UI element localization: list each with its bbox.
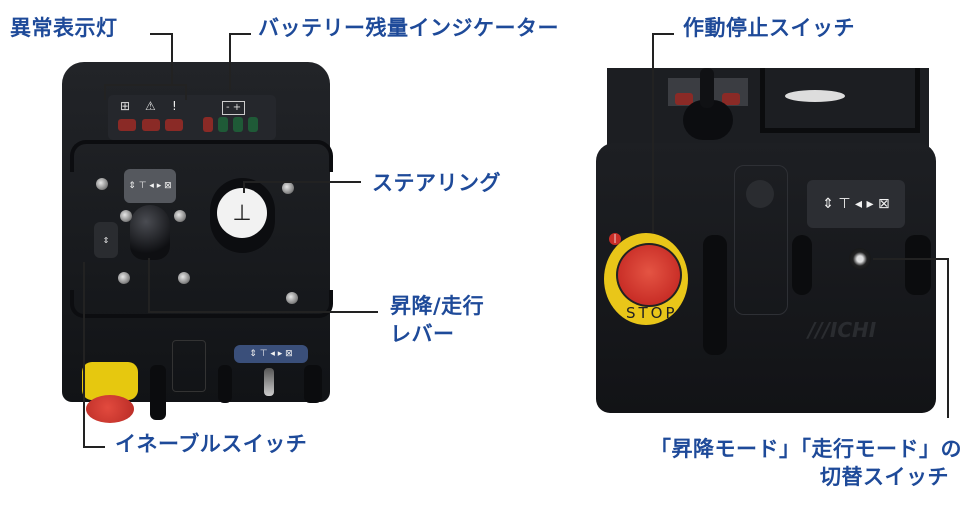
screw [178, 272, 190, 284]
screw [96, 178, 108, 190]
leader-line [148, 258, 150, 312]
fault-led [722, 93, 740, 105]
recess-button [746, 180, 774, 208]
leader-line [83, 446, 105, 448]
enable-switch[interactable] [86, 395, 134, 423]
hydraulic-icon: ⊞ [120, 99, 131, 113]
lift-drive-mode-decal: ⇕ ⊤ ◂ ▸ ⊠ [807, 180, 905, 228]
bottom-mode-toggle[interactable] [264, 368, 274, 396]
leader-line [947, 258, 949, 418]
steering-label: ステアリング [372, 171, 501, 195]
fault-led-1 [118, 119, 136, 131]
guard-post [703, 235, 727, 355]
right-control-box-top [607, 68, 929, 148]
leader-line [229, 33, 231, 91]
steering-dial[interactable]: ⊥ [217, 188, 267, 238]
warning-exclamation-icon: ! [172, 99, 177, 113]
screw [282, 182, 294, 194]
leader-line [229, 33, 251, 35]
brand-logo: ///ICHI [808, 318, 877, 342]
leader-line [104, 84, 186, 86]
fault-led [675, 93, 693, 105]
screw [118, 272, 130, 284]
leader-line [652, 33, 674, 35]
bottom-grip-rail [70, 290, 333, 318]
battery-indicator-label: バッテリー残量インジケーター [258, 16, 559, 40]
battery-led-4 [248, 117, 258, 132]
steering-axle-icon: ⊥ [232, 200, 252, 226]
leader-line [171, 33, 173, 85]
lift-drive-lever-label: 昇降/走行 [390, 294, 485, 318]
battery-icon: - + [222, 101, 246, 115]
leader-line [83, 262, 85, 447]
guard-post [218, 365, 232, 403]
bottom-mode-decal: ⇕ ⊤ ◂ ▸ ⊠ [234, 345, 308, 363]
screw [174, 210, 186, 222]
joystick-shaft [700, 68, 714, 108]
stop-text: STOP [626, 304, 678, 322]
bottom-recess [172, 340, 206, 392]
battery-led-1 [203, 117, 213, 132]
steering-disc [785, 90, 845, 102]
mode-switch-label-line2: 切替スイッチ [820, 465, 949, 489]
screw [120, 210, 132, 222]
guard-post [150, 365, 166, 420]
leader-line [652, 33, 654, 233]
lift-drive-mode-decal: ⇕ ⊤ ◂ ▸ ⊠ [124, 169, 176, 203]
mode-switch-label: 「昇降モード」「走行モード」の [650, 437, 962, 461]
lift-drive-lever-label-line2: レバー [390, 322, 455, 346]
guard-post [792, 235, 812, 295]
mode-toggle-switch[interactable] [849, 248, 871, 270]
lift-drive-lever[interactable] [130, 205, 170, 260]
center-recess [734, 165, 788, 315]
fault-indicator-label: 異常表示灯 [10, 16, 118, 40]
screw [286, 292, 298, 304]
enable-switch-collar [82, 362, 138, 400]
top-grip-rail [70, 140, 333, 172]
enable-decal: ⇕ [94, 222, 118, 258]
leader-line [104, 84, 106, 100]
enable-switch-label: イネーブルスイッチ [115, 432, 308, 456]
guard-post [304, 365, 322, 403]
emergency-stop-label: 作動停止スイッチ [683, 16, 855, 40]
leader-line [243, 181, 245, 193]
leader-line [243, 181, 361, 183]
tilt-icon: ⚠ [145, 99, 156, 113]
guard-post [905, 235, 931, 295]
power-symbol-icon: | [609, 233, 621, 245]
battery-led-2 [218, 117, 228, 132]
emergency-stop-button[interactable] [616, 243, 682, 307]
fault-led-2 [142, 119, 160, 131]
battery-led-3 [233, 117, 243, 132]
leader-line [150, 33, 172, 35]
leader-line [185, 84, 187, 100]
fault-led-3 [165, 119, 183, 131]
leader-line [873, 258, 948, 260]
steering-frame [760, 68, 920, 133]
leader-line [148, 311, 378, 313]
